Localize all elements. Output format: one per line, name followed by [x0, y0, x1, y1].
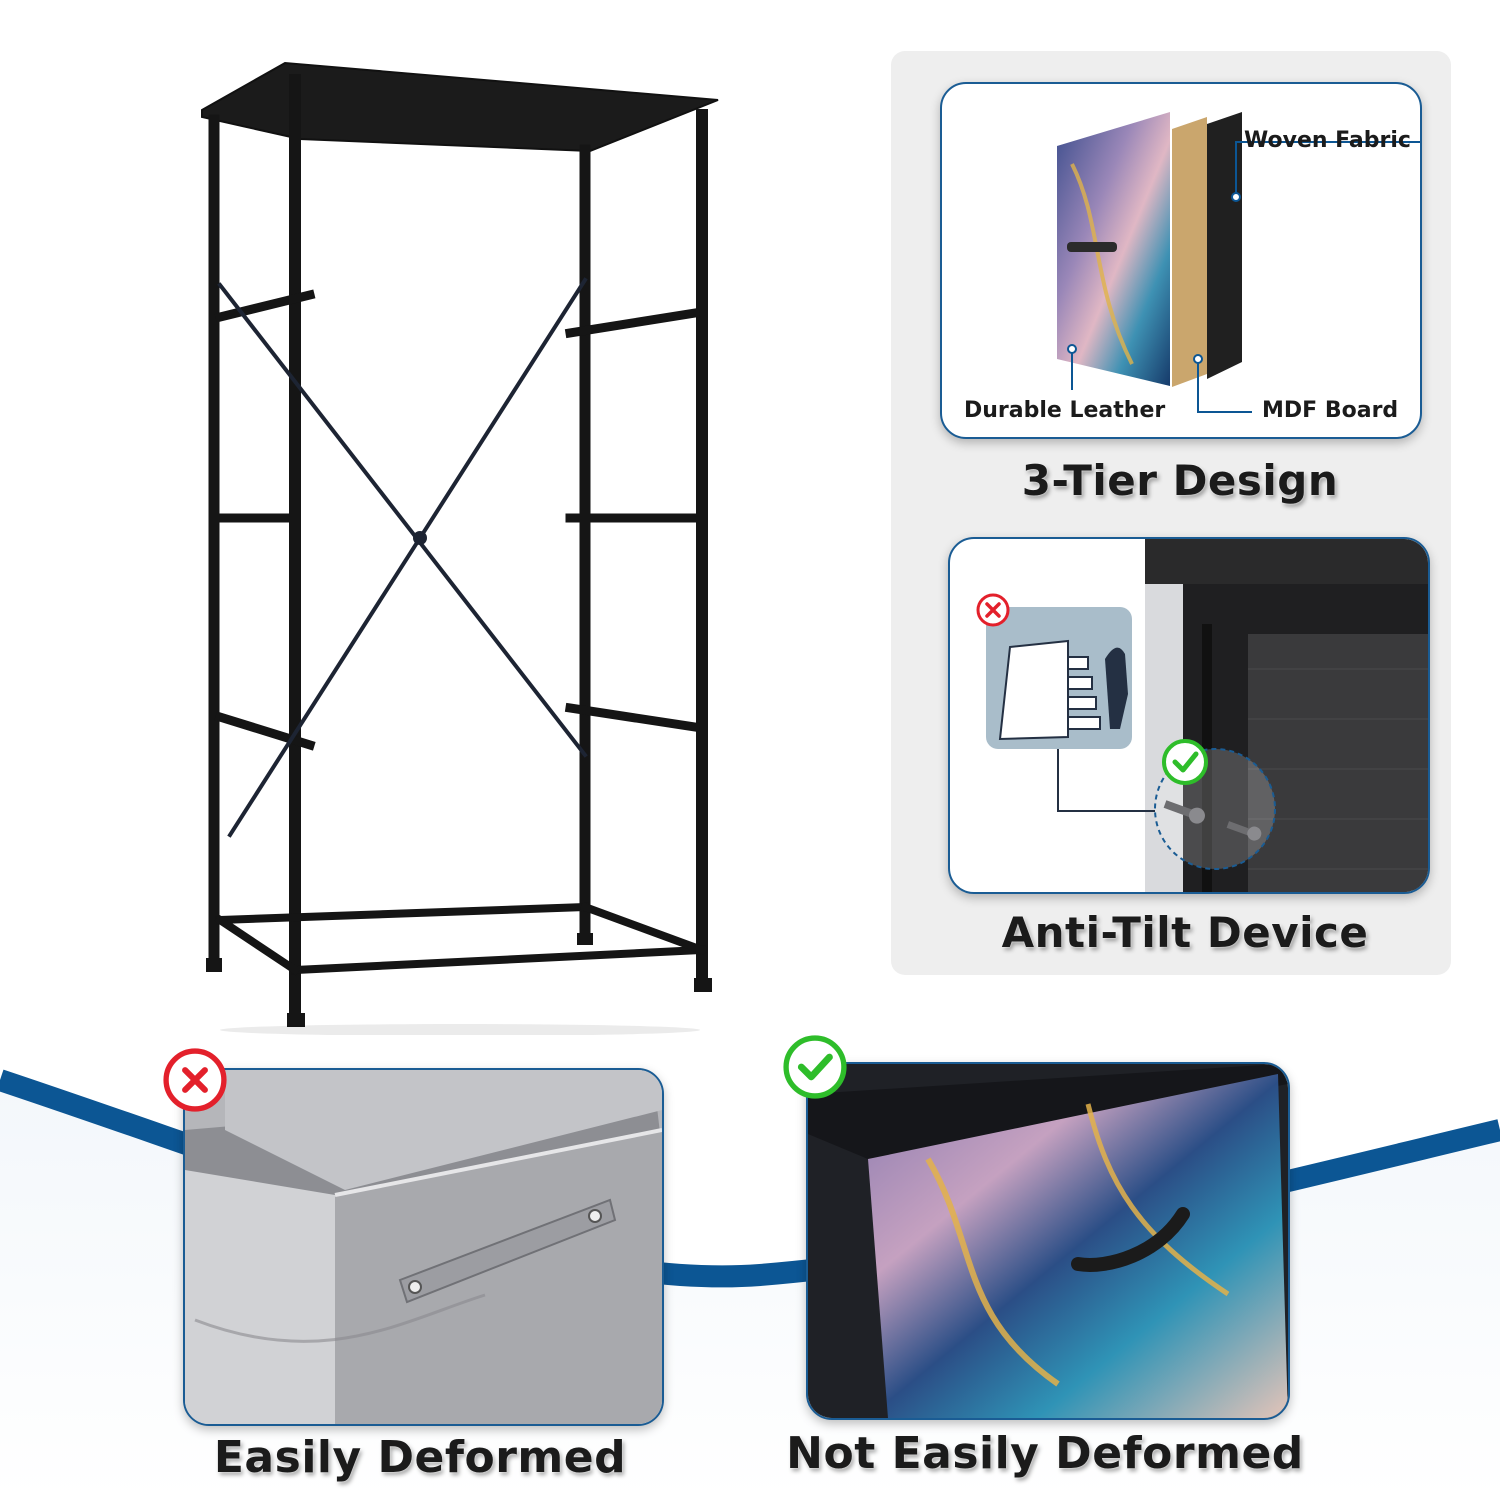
woven-fabric-label: Woven Fabric [1244, 128, 1411, 153]
check-circle-icon [783, 1035, 847, 1099]
tier-design-heading: 3-Tier Design [1021, 456, 1339, 505]
material-layers-image [1057, 112, 1420, 413]
anti-tilt-heading: Anti-Tilt Device [1001, 908, 1369, 957]
not-easily-deformed-heading: Not Easily Deformed [786, 1428, 1304, 1479]
not-easily-deformed-card [806, 1062, 1290, 1420]
fabric-bin-image [185, 1070, 662, 1424]
easily-deformed-card [183, 1068, 664, 1426]
marble-bin-image [808, 1064, 1288, 1418]
cross-circle-icon [976, 593, 1010, 627]
check-circle-icon [1162, 739, 1208, 785]
easily-deformed-heading: Easily Deformed [213, 1432, 627, 1483]
anti-tilt-card [948, 537, 1430, 894]
shelf-frame-image [201, 61, 719, 1035]
durable-leather-label: Durable Leather [964, 398, 1166, 423]
materials-card: Woven Fabric Durable Leather MDF Board [940, 82, 1422, 439]
cross-circle-icon [163, 1048, 227, 1112]
mdf-board-label: MDF Board [1262, 398, 1399, 423]
anti-tilt-image [986, 539, 1428, 892]
